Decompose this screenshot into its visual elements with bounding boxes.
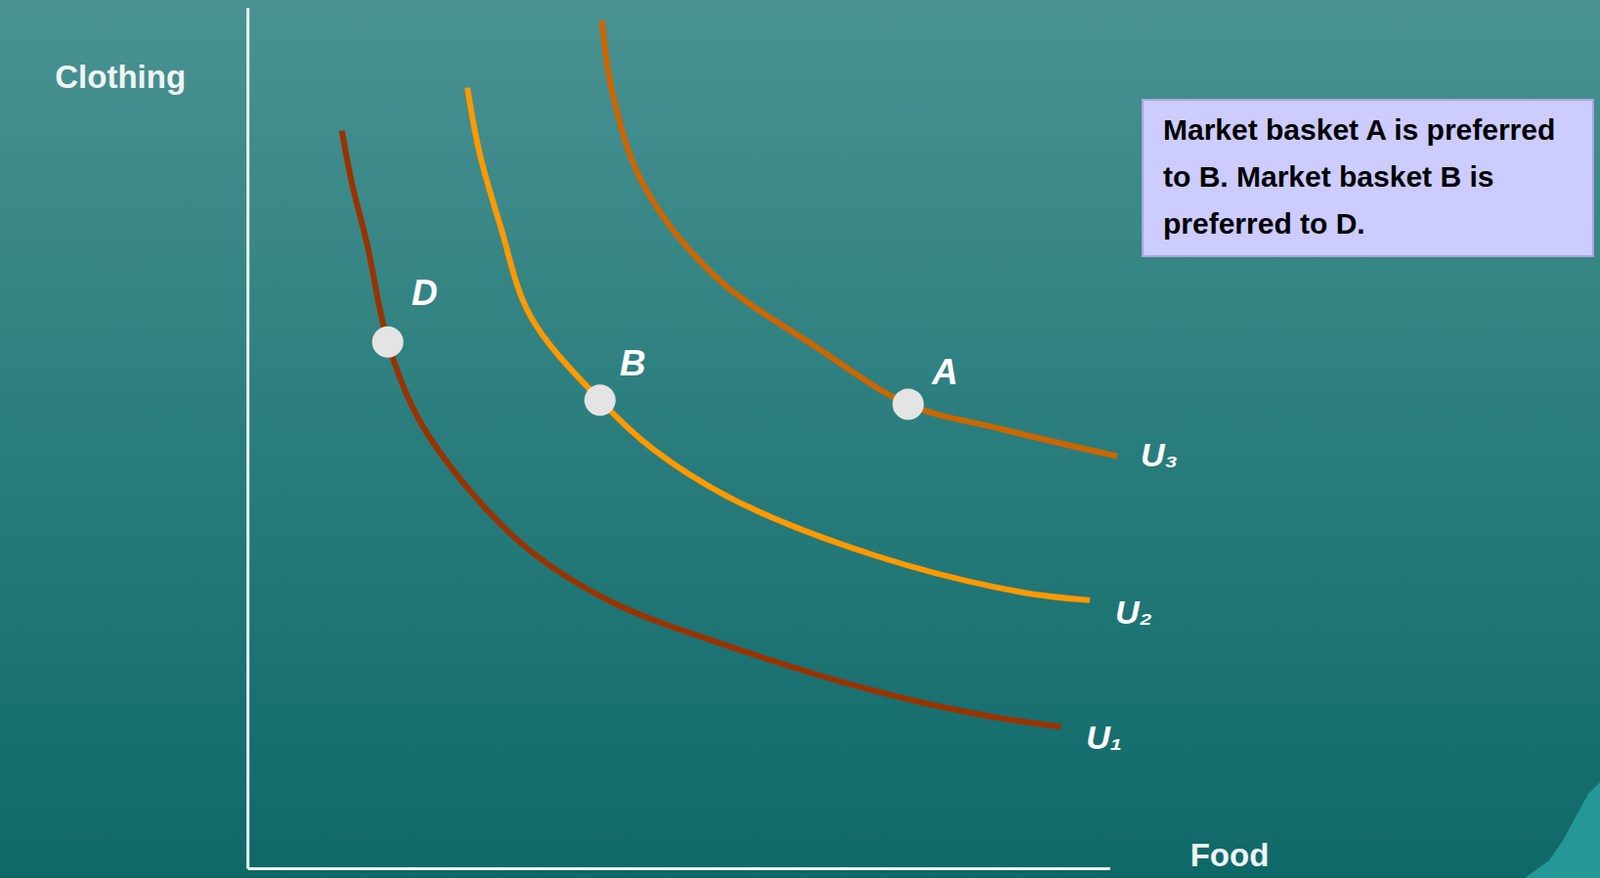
indifference-curve [602, 20, 1118, 457]
indifference-curve [467, 87, 1090, 601]
point-label: D [411, 274, 438, 311]
y-axis [246, 7, 250, 868]
corner-decoration [1524, 781, 1600, 878]
corner-swoosh [1524, 781, 1600, 878]
curve-label: U₁ [1085, 720, 1123, 754]
point-label: A [931, 353, 958, 390]
x-axis [248, 866, 1111, 870]
basket-point [372, 326, 404, 358]
basket-point [584, 384, 616, 416]
basket-points [372, 326, 924, 421]
basket-point [892, 388, 924, 420]
indifference-curves [342, 20, 1118, 727]
point-label: B [619, 345, 647, 382]
axis-title: Food [1190, 838, 1270, 871]
curve-label: U₃ [1140, 437, 1178, 472]
curve-label: U₂ [1115, 595, 1153, 629]
axes [248, 7, 1111, 868]
callout-text: Market basket A is preferred to B. Marke… [1143, 100, 1593, 256]
indifference-curve [342, 130, 1062, 728]
callout-box: Market basket A is preferred to B. Marke… [1141, 98, 1595, 258]
axis-title: Clothing [54, 60, 186, 93]
